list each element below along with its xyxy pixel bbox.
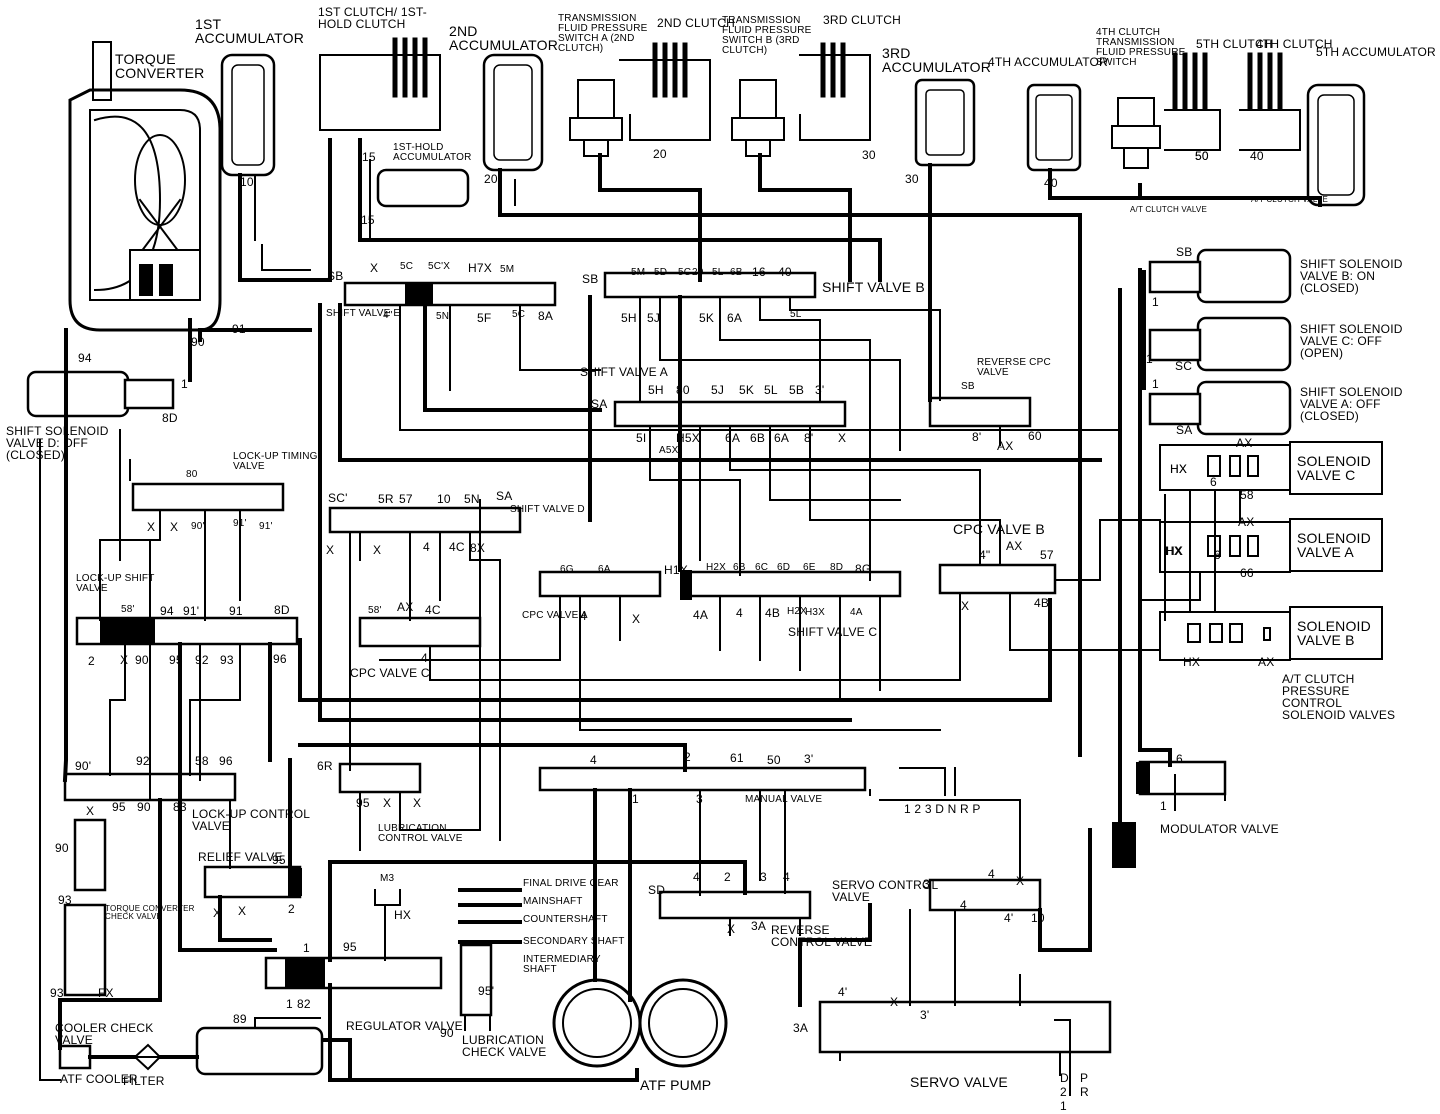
torque-converter [68, 41, 222, 332]
shift-solenoids [26, 248, 1292, 436]
accumulators [220, 53, 1366, 208]
hydraulic-lines-secondary [39, 159, 1241, 1096]
spool-lands [100, 270, 1150, 988]
atf-pump [552, 978, 728, 1068]
hydraulic-lines-main [58, 138, 1322, 1082]
pressure-switches [569, 79, 1161, 169]
cpc-solenoid-boxes [1159, 441, 1383, 661]
clutches [319, 37, 1301, 151]
filter-symbol [133, 1043, 162, 1071]
